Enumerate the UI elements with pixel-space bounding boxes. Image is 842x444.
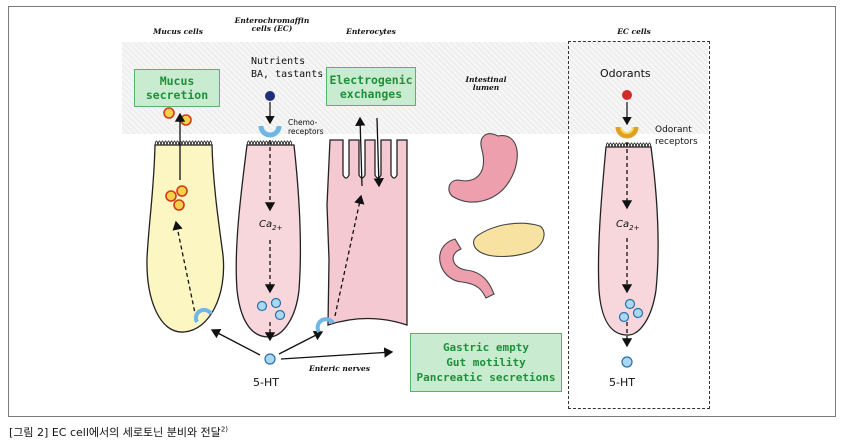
mucus-granules	[163, 107, 192, 211]
effect-pancreatic-secretions: Pancreatic secretions	[416, 371, 556, 384]
mucus-cell	[146, 140, 225, 333]
header-ec-line1: Enterochromaffin	[234, 16, 310, 25]
ec-cell-left	[235, 140, 302, 338]
header-ec-line2: cells (EC)	[251, 24, 293, 33]
effect-gut-motility: Gut motility	[446, 356, 526, 369]
stomach-icon	[448, 133, 518, 203]
odorant-receptors-label: Odorant receptors	[655, 124, 698, 148]
nutrients-line1: Nutrients	[251, 56, 306, 67]
serotonin-label-left: 5-HT	[253, 376, 279, 389]
odorant-receptor-icon	[615, 126, 639, 139]
chemo-line1: Chemo-	[288, 118, 318, 127]
effect-gastric-empty: Gastric empty	[442, 341, 530, 354]
header-ec-cells: EC cells	[617, 27, 651, 36]
ec-cells-panel	[568, 41, 710, 409]
serotonin-dot-left	[264, 353, 276, 365]
ca-right-charge: 2+	[629, 224, 640, 232]
header-lumen-line2: lumen	[472, 83, 500, 92]
odorant-dot	[622, 90, 632, 100]
nutrients-label: Nutrients BA, tastants	[251, 55, 323, 81]
chemo-line2: receptors	[288, 127, 324, 136]
enterocyte-up-arrow	[355, 116, 366, 187]
enterocyte-down-arrow	[373, 117, 384, 188]
header-lumen-line1: Intestinal	[465, 75, 507, 84]
serotonin-label-right: 5-HT	[609, 376, 635, 389]
ca-left-charge: 2+	[272, 224, 283, 232]
ca-right-text: Ca	[616, 219, 630, 230]
mucus-secretion-line2: secretion	[145, 88, 209, 102]
serotonin-granules-right	[618, 298, 644, 323]
nutrients-line2: BA, tastants	[251, 69, 324, 80]
ec-cell-right	[597, 142, 659, 336]
ca-left-text: Ca	[259, 219, 273, 230]
mucus-signal-arrow	[172, 220, 197, 319]
to-enterocyte-arrow	[278, 330, 324, 355]
serotonin-granules-left	[256, 297, 286, 321]
mucus-secretion-box: Mucus secretion	[134, 69, 220, 107]
caption-text: [그림 2] EC cell에서의 세로토닌 분비와 전달	[9, 426, 221, 439]
odorant-rec-line1: Odorant	[655, 125, 692, 135]
mucus-receptor-icon	[193, 307, 213, 323]
header-enterocytes: Enterocytes	[346, 27, 396, 36]
electrogenic-line1: Electrogenic	[329, 72, 413, 87]
chemoreceptors-label: Chemo- receptors	[288, 118, 324, 136]
header-enterochromaffin: Enterochromaffin cells (EC)	[226, 17, 318, 33]
header-intestinal-lumen: Intestinal lumen	[456, 76, 516, 92]
physiological-effects-box: Gastric empty Gut motility Pancreatic se…	[410, 333, 562, 392]
odorant-rec-line2: receptors	[655, 137, 698, 147]
nutrient-dot	[265, 91, 275, 101]
enterocyte-receptor-icon	[315, 317, 335, 334]
mucus-secretion-line1: Mucus	[159, 74, 195, 88]
electrogenic-exchanges-box: Electrogenic exchanges	[326, 67, 416, 106]
figure-caption: [그림 2] EC cell에서의 세로토닌 분비와 전달2)	[9, 424, 228, 440]
odorant-receptor-inner	[620, 126, 634, 134]
enterocyte-cell	[326, 139, 408, 326]
enteric-nerve-arrow	[280, 347, 394, 360]
header-mucus-cells: Mucus cells	[153, 27, 203, 36]
caption-reference: 2)	[220, 425, 228, 434]
electrogenic-line2: exchanges	[339, 86, 403, 101]
serotonin-dot-right	[621, 356, 633, 368]
chemoreceptor-icon	[258, 125, 282, 138]
calcium-label-right: Ca2+	[616, 219, 639, 232]
enteric-nerves-label: Enteric nerves	[309, 364, 370, 373]
pancreas-icon	[473, 222, 545, 258]
to-mucus-arrow	[210, 328, 261, 356]
odorants-label: Odorants	[600, 67, 651, 80]
intestine-icon	[439, 238, 495, 299]
calcium-label-left: Ca2+	[259, 219, 282, 232]
